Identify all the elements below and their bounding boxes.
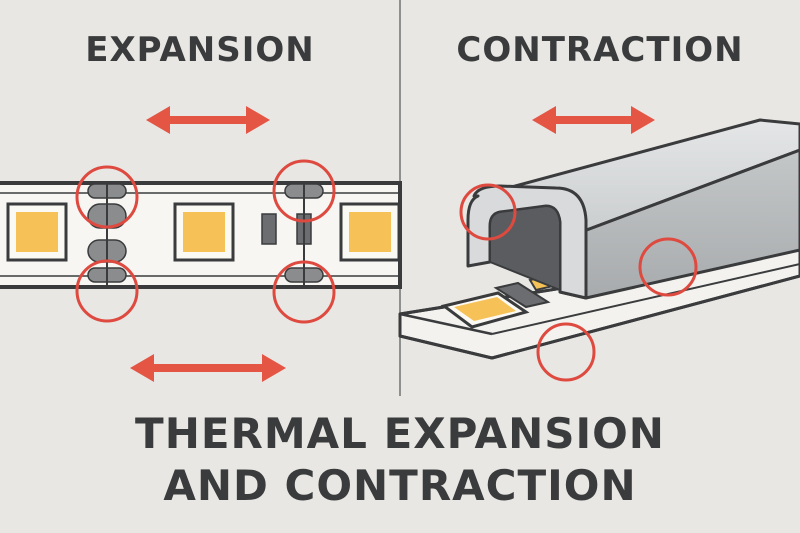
expansion-panel — [0, 106, 402, 382]
main-title-line-1: THERMAL EXPANSION — [135, 409, 665, 458]
led-chip — [6, 202, 68, 262]
highlight-circle-icon — [272, 159, 336, 223]
highlight-circle-icon — [536, 322, 596, 382]
expansion-title: EXPANSION — [85, 30, 315, 70]
contraction-arrow-icon — [532, 106, 655, 134]
highlight-circle-icon — [75, 165, 139, 229]
expansion-arrow-top-icon — [146, 106, 270, 134]
aluminum-channel — [466, 118, 800, 300]
highlight-circle-icon — [459, 183, 517, 241]
highlight-circle-icon — [75, 259, 139, 323]
led-strip — [0, 181, 402, 289]
led-chip — [440, 291, 530, 329]
led-chip — [339, 202, 401, 262]
led-chip — [173, 202, 235, 262]
resistor — [493, 281, 551, 309]
main-title-line-2: AND CONTRACTION — [163, 461, 637, 510]
highlight-circle-icon — [272, 260, 336, 324]
main-title: THERMAL EXPANSION AND CONTRACTION — [0, 408, 800, 512]
contraction-title: CONTRACTION — [456, 30, 744, 70]
contraction-panel — [398, 106, 800, 382]
highlight-circle-icon — [638, 237, 698, 297]
expansion-arrow-bottom-icon — [130, 354, 286, 382]
